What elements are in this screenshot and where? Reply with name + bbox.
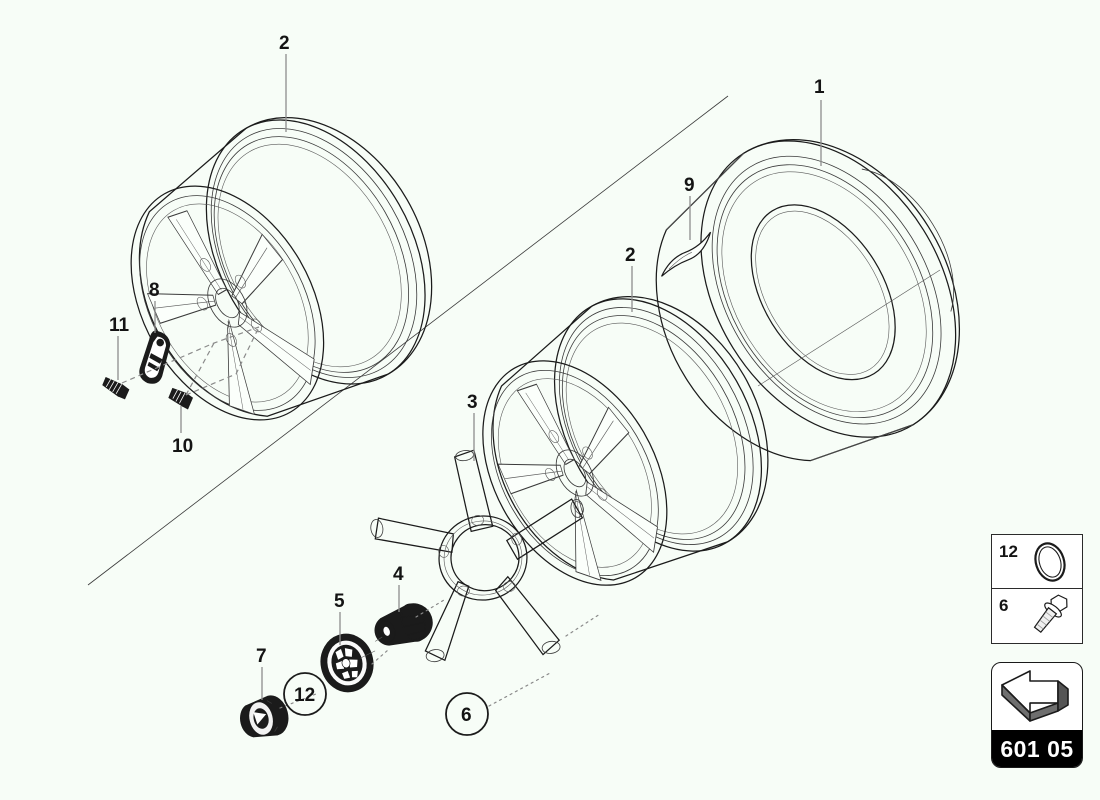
callout-leader-lines	[117, 54, 822, 700]
part-balance-weight	[661, 231, 712, 277]
part-sensor-screw	[102, 377, 130, 400]
callout-5: 5	[334, 591, 345, 612]
o-ring-icon	[1034, 542, 1066, 582]
legend-row-6: 6	[992, 589, 1082, 643]
arrow-block-icon	[1001, 670, 1069, 722]
diagonal-separator	[87, 95, 729, 586]
callout-2-upper: 2	[279, 33, 290, 54]
flange-bolt-icon	[1033, 594, 1068, 634]
callout-2-lower: 2	[625, 245, 636, 266]
assembly-axis-lines	[121, 326, 601, 709]
part-sensor-valve-nut	[168, 387, 194, 410]
part-tyre-pressure-sensor	[139, 330, 171, 384]
page-code-badge: 601 05	[991, 662, 1083, 768]
legend-row-12: 12	[992, 535, 1082, 589]
callout-1: 1	[814, 77, 825, 98]
callout-4: 4	[393, 564, 404, 585]
legend-box: 12 6	[991, 534, 1083, 644]
part-hub-insert	[374, 603, 433, 646]
part-alloy-wheel-lower	[482, 296, 769, 586]
part-centre-cap-emblem	[320, 633, 376, 693]
circled-callout-12: 12	[294, 685, 316, 706]
callout-7: 7	[256, 646, 267, 667]
callout-3: 3	[467, 392, 478, 413]
page-code-text: 601 05	[992, 730, 1082, 767]
callout-9: 9	[684, 175, 695, 196]
callout-8: 8	[149, 280, 160, 301]
legend-row-12-number: 12	[999, 542, 1018, 561]
part-centre-cap-spider	[370, 449, 584, 663]
part-tyre	[655, 139, 961, 462]
circled-callout-rings	[283, 672, 489, 736]
callout-10: 10	[172, 436, 194, 457]
legend-row-6-number: 6	[999, 596, 1009, 615]
circled-callout-6: 6	[461, 705, 472, 726]
callout-11: 11	[109, 315, 130, 336]
part-cap-retainer	[240, 695, 289, 738]
part-alloy-wheel-upper	[130, 117, 433, 421]
